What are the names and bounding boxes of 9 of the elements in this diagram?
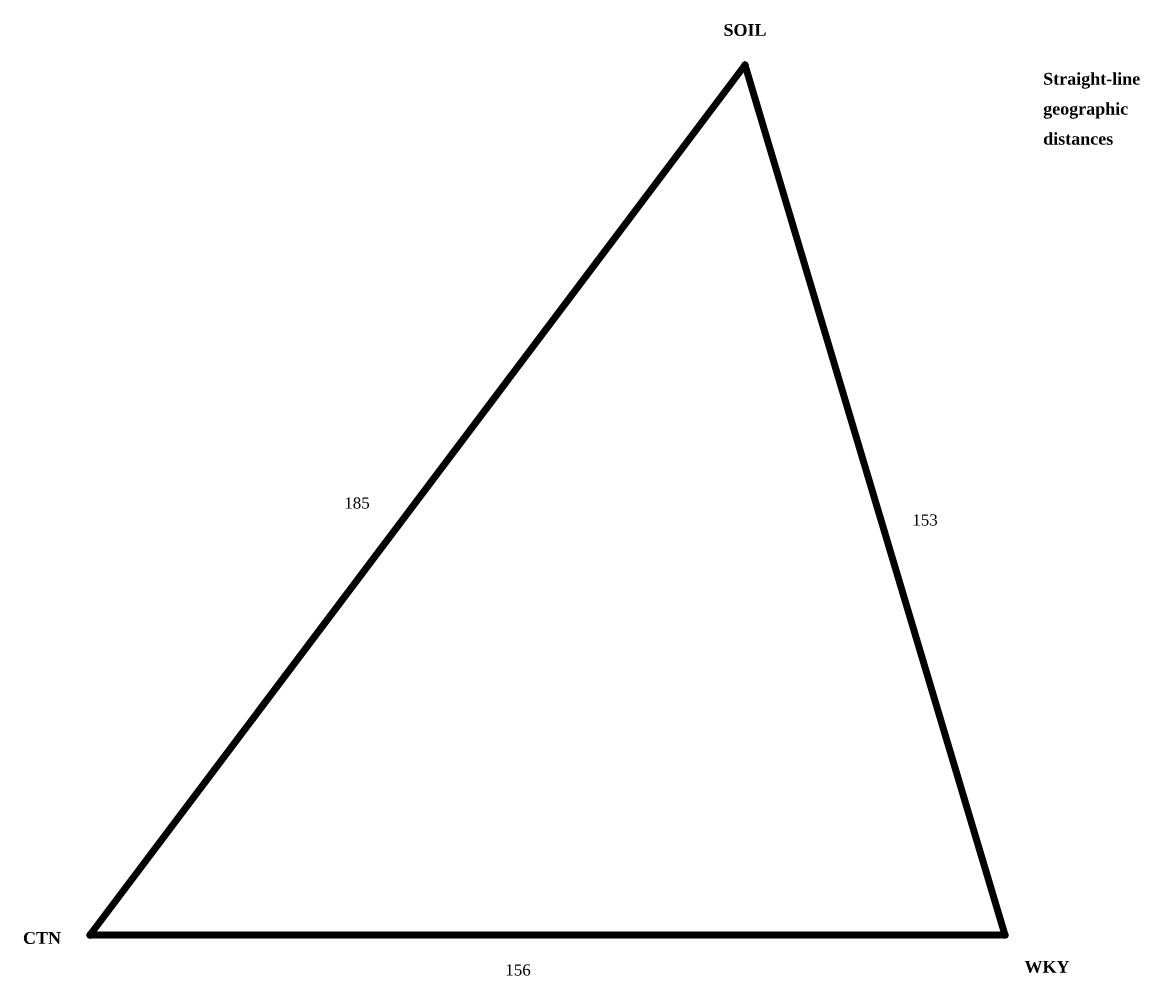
distance-label: 185 [345, 497, 370, 509]
note-text: Straight-line geographic distances [1043, 72, 1140, 145]
vertex-label: SOIL [724, 23, 766, 37]
distance-label: 156 [506, 964, 531, 976]
vertex-label: WKY [1024, 960, 1070, 973]
triangle-side [86, 931, 1009, 939]
triangle-side [741, 61, 1009, 939]
vertex-label: CTN [23, 931, 61, 945]
distance-label: 153 [913, 514, 938, 526]
